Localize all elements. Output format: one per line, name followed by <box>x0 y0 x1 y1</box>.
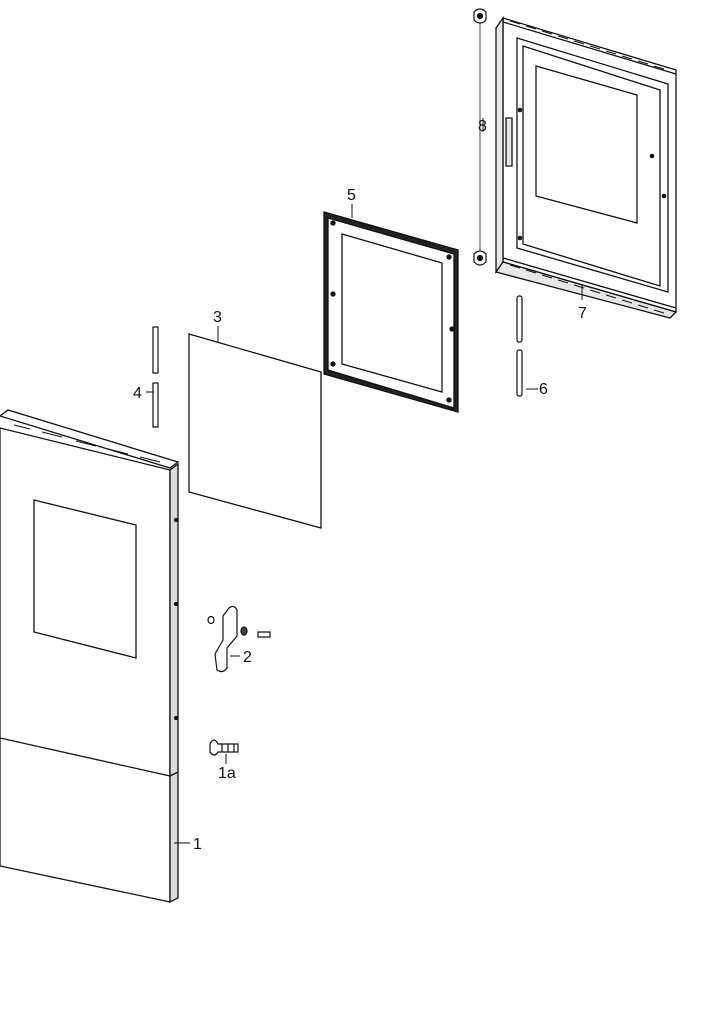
part-5-gasket-frame <box>324 212 458 412</box>
leader-lines <box>146 118 583 844</box>
part-1a-clip <box>210 740 238 755</box>
part-8-hinge <box>474 9 486 265</box>
callout-labels: 8 5 3 4 6 7 2 1a 1 <box>133 118 587 853</box>
callout-1: 1 <box>193 836 202 853</box>
callout-7: 7 <box>578 305 587 322</box>
callout-8: 8 <box>478 118 487 135</box>
part-1-front-door-panel <box>0 410 178 902</box>
callout-1a: 1a <box>218 765 236 782</box>
part-3-glass-panel <box>189 334 321 528</box>
callout-6: 6 <box>539 381 548 398</box>
callout-5: 5 <box>347 187 356 204</box>
part-4-edge-strips <box>153 327 158 427</box>
callout-2: 2 <box>243 649 252 666</box>
callout-3: 3 <box>213 309 222 326</box>
part-7-door-frame <box>496 18 676 318</box>
part-6-side-strips <box>517 296 522 396</box>
part-2-bracket <box>207 606 270 671</box>
callout-4: 4 <box>133 385 142 402</box>
